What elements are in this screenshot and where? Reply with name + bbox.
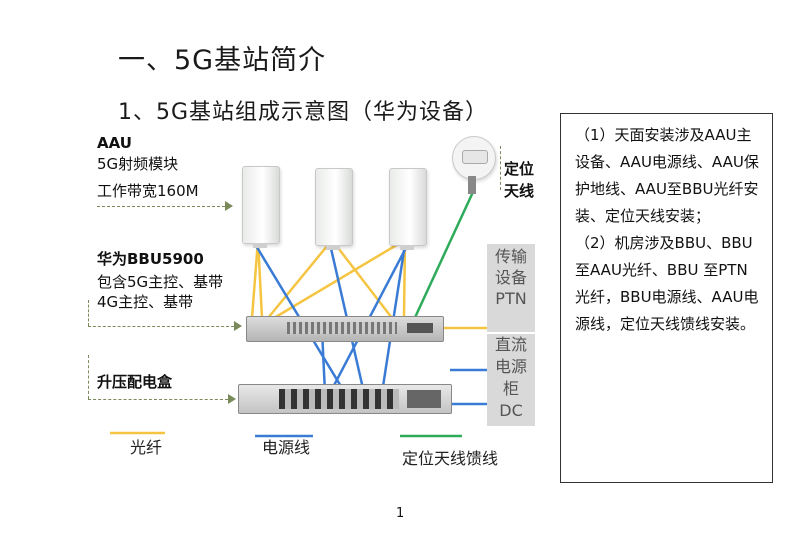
aau-pointer bbox=[97, 206, 225, 207]
bbu-desc-2: 4G主控、基带 bbox=[97, 293, 194, 311]
installation-notes: （1）天面安装涉及AAU主设备、AAU电源线、AAU保护地线、AAU至BBU光纤… bbox=[560, 113, 773, 483]
ptn-label-2: 设备 bbox=[494, 268, 527, 287]
gps-pointer-v bbox=[500, 146, 501, 190]
gps-label-1: 定位 bbox=[504, 160, 535, 178]
page-number: 1 bbox=[396, 506, 405, 521]
power-distribution-box bbox=[238, 384, 452, 414]
aau-unit-2 bbox=[315, 168, 353, 250]
diagram-subtitle: 1、5G基站组成示意图（华为设备） bbox=[118, 100, 489, 125]
power-pointer-v bbox=[88, 355, 89, 399]
ptn-box: 传输 设备 PTN bbox=[487, 244, 535, 332]
notes-paragraph-1: （1）天面安装涉及AAU主设备、AAU电源线、AAU保护地线、AAU至BBU光纤… bbox=[575, 126, 759, 225]
power-arrow-icon bbox=[228, 394, 236, 404]
fiber-aau3-bbu bbox=[273, 238, 406, 320]
gps-feeder bbox=[400, 191, 475, 438]
bbu-pointer-v bbox=[88, 300, 89, 326]
aau-arrow-icon bbox=[225, 201, 233, 211]
bbu-arrow-icon bbox=[234, 321, 242, 331]
legend-gps-feeder: 定位天线馈线 bbox=[402, 449, 499, 468]
power-box-label: 升压配电盒 bbox=[97, 373, 173, 391]
page-title: 一、5G基站简介 bbox=[118, 45, 327, 76]
gps-label-2: 天线 bbox=[504, 182, 535, 200]
dc-cabinet-box: 直流 电源 柜 DC bbox=[487, 334, 535, 426]
legend-fiber: 光纤 bbox=[130, 438, 163, 457]
gps-mount bbox=[468, 176, 476, 194]
ptn-label-3: PTN bbox=[495, 289, 527, 308]
bbu-label: 华为BBU5900 bbox=[97, 250, 204, 268]
aau-desc-2: 工作带宽160M bbox=[97, 182, 199, 200]
fiber-aau2-bbu bbox=[267, 239, 333, 319]
bbu-chassis bbox=[246, 316, 444, 342]
legend-power: 电源线 bbox=[262, 438, 311, 457]
bbu-pointer bbox=[88, 326, 234, 327]
gps-antenna-icon bbox=[452, 136, 496, 180]
dc-label-1: 直流 bbox=[494, 335, 527, 354]
dc-label-4: DC bbox=[499, 401, 523, 420]
dc-label-2: 电源 bbox=[494, 357, 527, 376]
fiber-aau1-bbu bbox=[256, 239, 264, 319]
dc-label-3: 柜 bbox=[502, 379, 519, 398]
aau-label: AAU bbox=[97, 134, 132, 152]
ptn-label-1: 传输 bbox=[494, 247, 527, 266]
aau-unit-1 bbox=[242, 166, 280, 248]
power-pointer bbox=[88, 399, 228, 400]
notes-paragraph-2: （2）机房涉及BBU、BBU至AAU光纤、BBU 至PTN 光纤，BBU电源线、… bbox=[575, 234, 759, 333]
aau-unit-3 bbox=[389, 168, 427, 250]
bbu-desc-1: 包含5G主控、基带 bbox=[97, 273, 224, 291]
aau-desc-1: 5G射频模块 bbox=[97, 155, 179, 173]
